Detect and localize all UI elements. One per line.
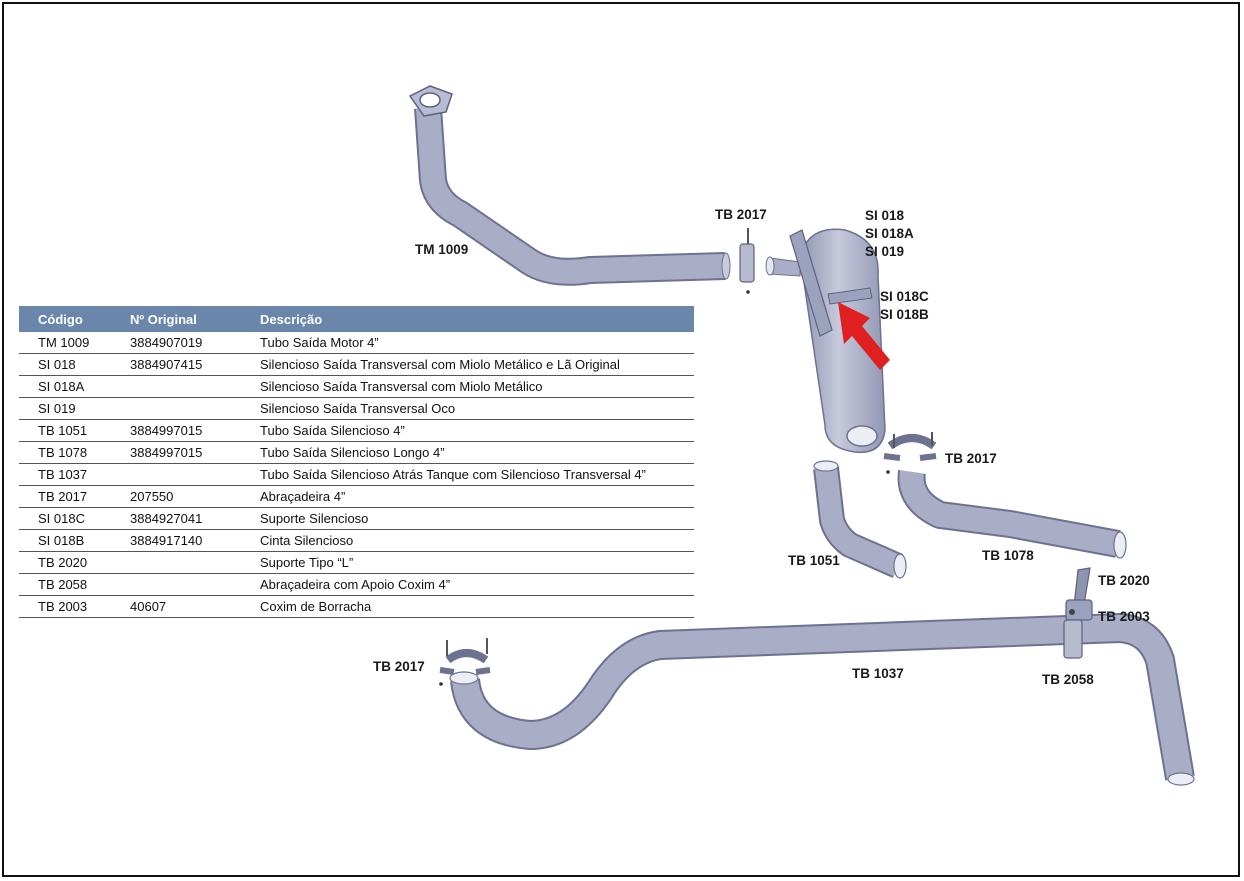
table-row: TB 1078 3884997015 Tubo Saída Silencioso…	[19, 441, 694, 464]
cell-codigo: SI 018A	[19, 375, 130, 398]
pipe-tb1078	[897, 470, 1127, 559]
cell-descricao: Tubo Saída Silencioso 4”	[260, 419, 694, 442]
table-header-row: Código Nº Original Descrição	[19, 306, 694, 332]
cell-n-original: 207550	[130, 485, 260, 508]
cell-codigo: SI 019	[19, 397, 130, 420]
cell-descricao: Silencioso Saída Transversal com Miolo M…	[260, 353, 694, 376]
table-row: SI 018B 3884917140 Cinta Silencioso	[19, 529, 694, 552]
header-codigo: Código	[19, 306, 130, 332]
pointer-arrow	[838, 302, 890, 370]
cell-codigo: TB 2017	[19, 485, 130, 508]
table-row: TB 1037 Tubo Saída Silencioso Atrás Tanq…	[19, 463, 694, 486]
cell-descricao: Abraçadeira com Apoio Coxim 4”	[260, 573, 694, 596]
label-tb2017-bottom: TB 2017	[373, 659, 425, 674]
pipe-tm1009	[408, 85, 731, 286]
cell-n-original	[130, 573, 260, 596]
cell-descricao: Cinta Silencioso	[260, 529, 694, 552]
pipe-tb1037	[449, 613, 1195, 786]
label-tb2003: TB 2003	[1098, 609, 1150, 624]
cell-n-original: 3884907415	[130, 353, 260, 376]
label-tb1078: TB 1078	[982, 548, 1034, 563]
label-tb1037: TB 1037	[852, 666, 904, 681]
label-si018c: SI 018C	[880, 289, 929, 304]
cell-n-original: 3884907019	[130, 332, 260, 354]
cell-n-original: 3884927041	[130, 507, 260, 530]
cell-descricao: Suporte Tipo “L”	[260, 551, 694, 574]
cell-n-original: 3884917140	[130, 529, 260, 552]
cell-n-original: 3884997015	[130, 419, 260, 442]
label-tb1051: TB 1051	[788, 553, 840, 568]
header-n-original: Nº Original	[130, 306, 260, 332]
cell-descricao: Tubo Saída Silencioso Atrás Tanque com S…	[260, 463, 694, 486]
cell-n-original	[130, 397, 260, 420]
cell-codigo: TM 1009	[19, 332, 130, 354]
cell-descricao: Silencioso Saída Transversal Oco	[260, 397, 694, 420]
clamp-tb2017-bottom	[439, 638, 491, 686]
parts-table: Código Nº Original Descrição TM 1009 388…	[19, 306, 694, 618]
table-row: TM 1009 3884907019 Tubo Saída Motor 4”	[19, 332, 694, 354]
cell-codigo: TB 1037	[19, 463, 130, 486]
header-descricao: Descrição	[260, 306, 694, 332]
muffler-si018	[765, 228, 886, 454]
cell-descricao: Tubo Saída Silencioso Longo 4”	[260, 441, 694, 464]
cell-n-original	[130, 551, 260, 574]
clamp-tb2017-top	[739, 228, 755, 294]
label-tb2058: TB 2058	[1042, 672, 1094, 687]
label-tb2017-right: TB 2017	[945, 451, 997, 466]
label-si018a: SI 018A	[865, 226, 914, 241]
table-row: SI 018A Silencioso Saída Transversal com…	[19, 375, 694, 398]
cell-codigo: TB 2020	[19, 551, 130, 574]
table-row: SI 018 3884907415 Silencioso Saída Trans…	[19, 353, 694, 376]
cell-n-original	[130, 375, 260, 398]
label-si018b: SI 018B	[880, 307, 929, 322]
clamp-tb2017-right	[883, 432, 937, 474]
cell-n-original: 3884997015	[130, 441, 260, 464]
table-row: TB 1051 3884997015 Tubo Saída Silencioso…	[19, 419, 694, 442]
cell-n-original	[130, 463, 260, 486]
label-si018: SI 018	[865, 208, 905, 223]
bracket-tb2020	[1063, 567, 1093, 659]
label-si019: SI 019	[865, 244, 905, 259]
table-row: TB 2003 40607 Coxim de Borracha	[19, 595, 694, 618]
table-row: SI 019 Silencioso Saída Transversal Oco	[19, 397, 694, 420]
table-row: TB 2058 Abraçadeira com Apoio Coxim 4”	[19, 573, 694, 596]
cell-n-original: 40607	[130, 595, 260, 618]
pipe-tb1051	[813, 460, 907, 579]
label-tb2020: TB 2020	[1098, 573, 1150, 588]
cell-codigo: TB 2058	[19, 573, 130, 596]
cell-codigo: SI 018B	[19, 529, 130, 552]
cell-descricao: Silencioso Saída Transversal com Miolo M…	[260, 375, 694, 398]
cell-codigo: TB 2003	[19, 595, 130, 618]
cell-descricao: Suporte Silencioso	[260, 507, 694, 530]
cell-codigo: SI 018C	[19, 507, 130, 530]
cell-codigo: TB 1078	[19, 441, 130, 464]
table-row: TB 2017 207550 Abraçadeira 4”	[19, 485, 694, 508]
table-row: TB 2020 Suporte Tipo “L”	[19, 551, 694, 574]
label-tm1009: TM 1009	[415, 242, 469, 257]
label-tb2017-top: TB 2017	[715, 207, 767, 222]
cell-descricao: Tubo Saída Motor 4”	[260, 332, 694, 354]
cell-descricao: Abraçadeira 4”	[260, 485, 694, 508]
cell-codigo: TB 1051	[19, 419, 130, 442]
cell-descricao: Coxim de Borracha	[260, 595, 694, 618]
cell-codigo: SI 018	[19, 353, 130, 376]
table-row: SI 018C 3884927041 Suporte Silencioso	[19, 507, 694, 530]
